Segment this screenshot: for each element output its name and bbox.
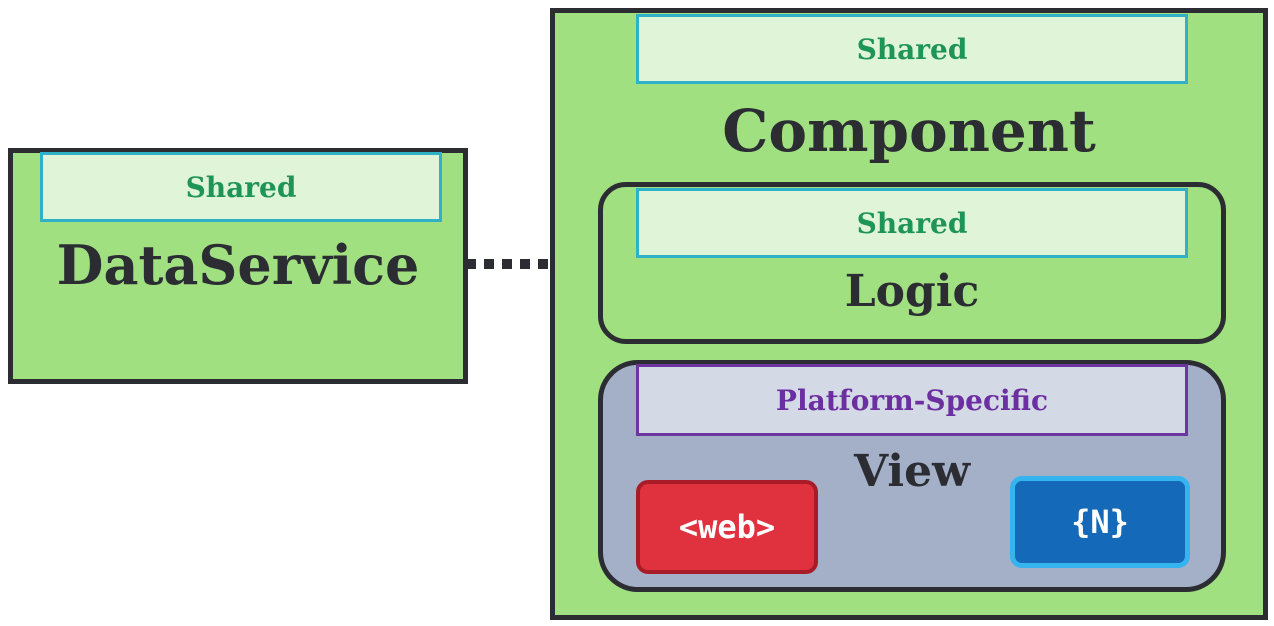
dataservice-title: DataService [56,233,420,297]
dataservice-shared-tag: Shared [40,152,442,222]
component-title: Component [722,97,1096,165]
nativescript-chip: {N} [1010,476,1190,568]
view-title: View [854,446,970,497]
logic-shared-tag: Shared [636,188,1188,258]
web-chip: <web> [636,480,818,574]
logic-title: Logic [844,266,980,317]
component-shared-tag: Shared [636,14,1188,84]
view-platform-tag: Platform-Specific [636,364,1188,436]
